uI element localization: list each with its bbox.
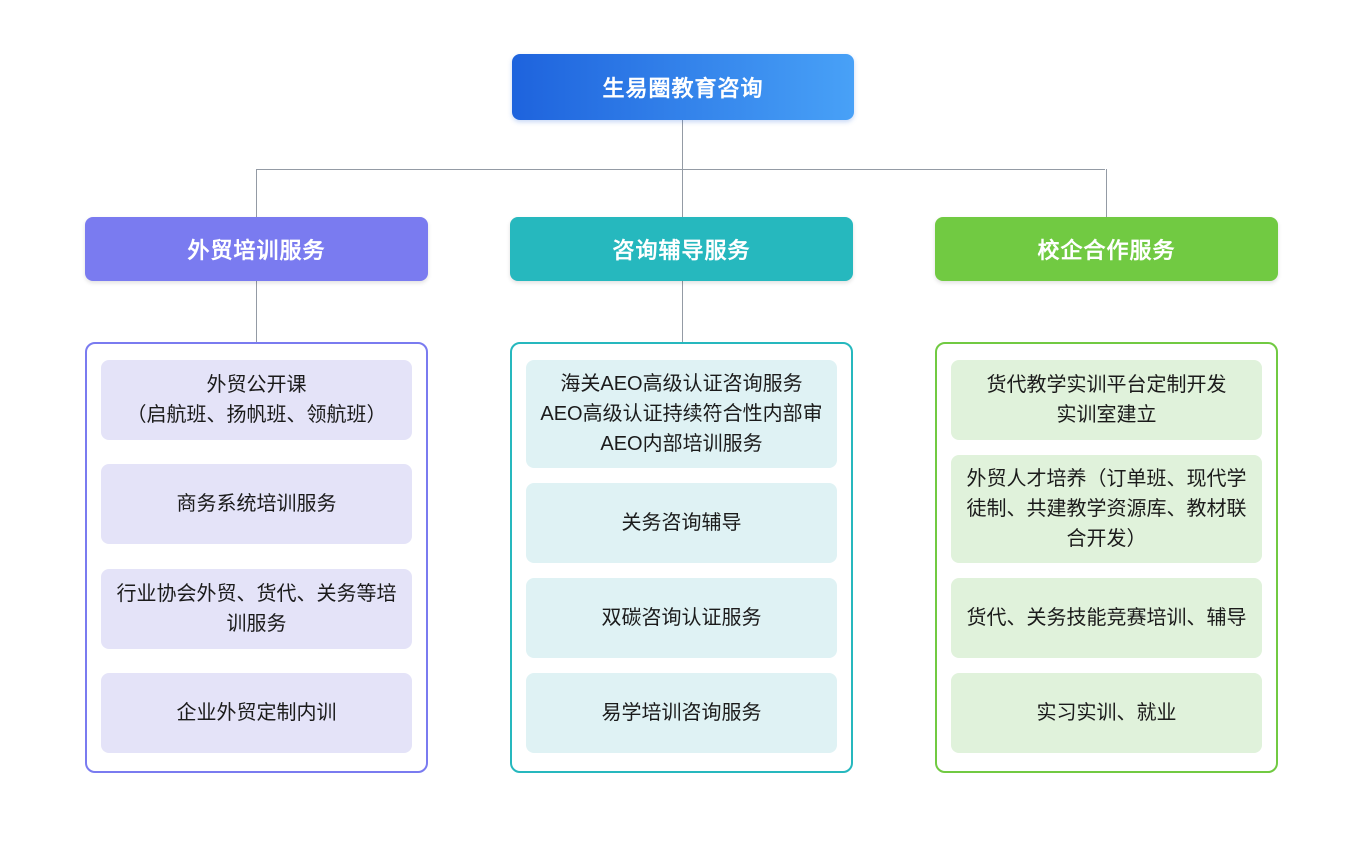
branch-foreign-trade-training: 外贸培训服务 外贸公开课 （启航班、扬帆班、领航班） 商务系统培训服务 行业协会… [85,217,428,773]
service-item: 双碳咨询认证服务 [526,578,837,658]
service-item: 企业外贸定制内训 [101,672,412,753]
service-item: 外贸公开课 （启航班、扬帆班、领航班） [101,360,412,440]
connector-drop-consulting [682,169,683,217]
branch-school-enterprise-cooperation: 校企合作服务 货代教学实训平台定制开发 实训室建立 外贸人才培养（订单班、现代学… [935,217,1278,773]
branch-header-label: 咨询辅导服务 [612,238,751,263]
connector-horizontal-bar [256,169,1105,170]
branch-header-school-enterprise-cooperation: 校企合作服务 [935,217,1278,281]
service-item: 实习实训、就业 [951,673,1262,753]
service-item: 易学培训咨询服务 [526,673,837,753]
branch-header-label: 外贸培训服务 [187,238,326,263]
connector-drop-school-enterprise [1106,169,1107,217]
branch-items-container-foreign-trade-training: 外贸公开课 （启航班、扬帆班、领航班） 商务系统培训服务 行业协会外贸、货代、关… [85,342,428,773]
root-node-label: 生易圈教育咨询 [602,76,764,101]
service-item: 货代、关务技能竞赛培训、辅导 [951,578,1262,658]
root-node: 生易圈教育咨询 [512,54,854,120]
service-item: 货代教学实训平台定制开发 实训室建立 [951,360,1262,440]
branch-items-container-consulting-coaching: 海关AEO高级认证咨询服务 AEO高级认证持续符合性内部审 AEO内部培训服务 … [510,342,853,773]
service-item: 外贸人才培养（订单班、现代学徒制、共建教学资源库、教材联合开发） [951,455,1262,563]
service-item: 关务咨询辅导 [526,483,837,563]
connector-root-stem [682,120,683,169]
connector-link-consulting-items [682,281,683,342]
branch-header-label: 校企合作服务 [1037,238,1176,263]
connector-drop-trade-training [256,169,257,217]
branch-consulting-coaching: 咨询辅导服务 海关AEO高级认证咨询服务 AEO高级认证持续符合性内部审 AEO… [510,217,853,773]
service-item: 行业协会外贸、货代、关务等培训服务 [101,568,412,649]
connector-link-trade-training-items [256,281,257,342]
branch-header-consulting-coaching: 咨询辅导服务 [510,217,853,281]
service-item: 商务系统培训服务 [101,464,412,545]
branch-header-foreign-trade-training: 外贸培训服务 [85,217,428,281]
branch-items-container-school-enterprise-cooperation: 货代教学实训平台定制开发 实训室建立 外贸人才培养（订单班、现代学徒制、共建教学… [935,342,1278,773]
service-item: 海关AEO高级认证咨询服务 AEO高级认证持续符合性内部审 AEO内部培训服务 [526,360,837,468]
